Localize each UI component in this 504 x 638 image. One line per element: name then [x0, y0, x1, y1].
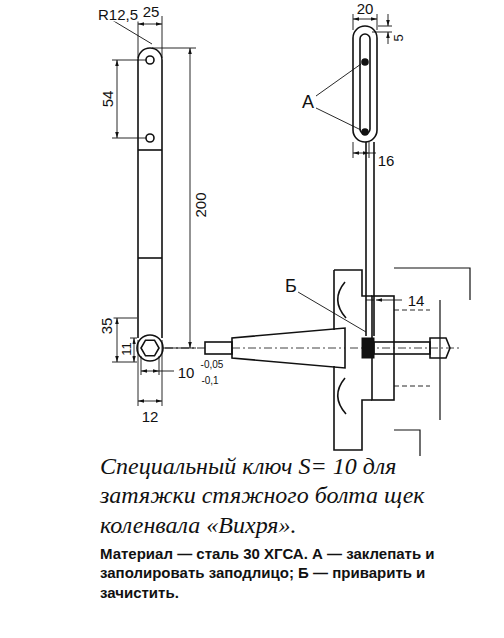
wrench-slot — [360, 34, 370, 134]
dimension-text: 16 — [377, 153, 396, 168]
shaft-stub — [205, 342, 232, 354]
extension-line — [112, 318, 137, 319]
dimension-text: R12,5 — [97, 7, 139, 22]
extension-line — [152, 48, 196, 49]
center-line — [350, 348, 460, 349]
extension-line — [141, 356, 142, 375]
dimension-text: 14 — [407, 293, 426, 308]
dimension-line — [190, 48, 191, 348]
dimension-line — [117, 318, 118, 362]
dimension-text: 200 — [193, 191, 208, 218]
dimension-line — [138, 24, 162, 25]
rivet-hole — [146, 56, 154, 64]
hidden-line — [394, 310, 430, 386]
extension-line — [130, 338, 137, 339]
extension-line — [159, 356, 160, 375]
rivet — [362, 129, 368, 135]
callout-letter: Б — [284, 277, 298, 295]
dimension-line — [388, 14, 389, 26]
dimension-line — [117, 60, 118, 138]
leader-line — [316, 64, 361, 96]
rivet — [362, 59, 368, 65]
extension-line — [353, 14, 354, 30]
callout-letter: А — [301, 93, 315, 111]
dimension-text: 10 — [177, 365, 196, 380]
extension-line — [138, 340, 139, 406]
cheek-contour — [338, 282, 346, 414]
rivet-hole — [146, 134, 154, 142]
center-line — [232, 348, 345, 349]
plate-edge — [138, 257, 162, 259]
wrench-bar — [138, 48, 162, 338]
center-line — [165, 348, 205, 349]
dimension-line — [141, 371, 159, 372]
dimension-line — [353, 153, 369, 154]
extension-line — [112, 362, 137, 363]
extension-line — [162, 16, 163, 58]
plate-edge — [138, 149, 162, 151]
dimension-text: 54 — [100, 90, 115, 109]
material-note: Материал — сталь 30 ХГСА. А — заклепать … — [100, 544, 498, 603]
crankcase-outline — [394, 268, 470, 456]
wrench-blade — [353, 26, 377, 142]
dimension-text: 25 — [142, 4, 161, 19]
crankshaft-taper — [232, 328, 345, 368]
dimension-line — [159, 371, 174, 372]
dimension-text: 5 — [392, 33, 405, 42]
extension-line — [372, 32, 392, 33]
extension-line — [378, 26, 392, 27]
extension-line — [369, 142, 370, 158]
leader-line — [298, 292, 366, 332]
extension-line — [353, 142, 354, 158]
crank-cheek — [334, 270, 372, 450]
dimension-line — [134, 338, 135, 362]
dimension-text: 20 — [356, 1, 375, 16]
extension-line — [138, 16, 139, 58]
tolerance-text: -0,05 — [200, 360, 225, 370]
leader-line — [112, 20, 152, 44]
hex-socket — [141, 340, 159, 356]
dimension-text: 12 — [141, 409, 160, 424]
dimension-text: 35 — [99, 317, 114, 336]
dimension-line — [388, 32, 389, 44]
extension-line — [162, 340, 163, 406]
dimension-line — [376, 300, 402, 301]
extension-line — [377, 14, 378, 30]
dimension-text: 11 — [120, 341, 133, 357]
caption: Специальный ключ S= 10 для затяжки стяжн… — [100, 452, 440, 540]
dimension-line — [138, 401, 162, 402]
dimension-line — [369, 153, 376, 154]
leader-line — [316, 108, 361, 130]
tolerance-text: -0,1 — [200, 376, 219, 386]
dimension-line — [353, 19, 377, 20]
